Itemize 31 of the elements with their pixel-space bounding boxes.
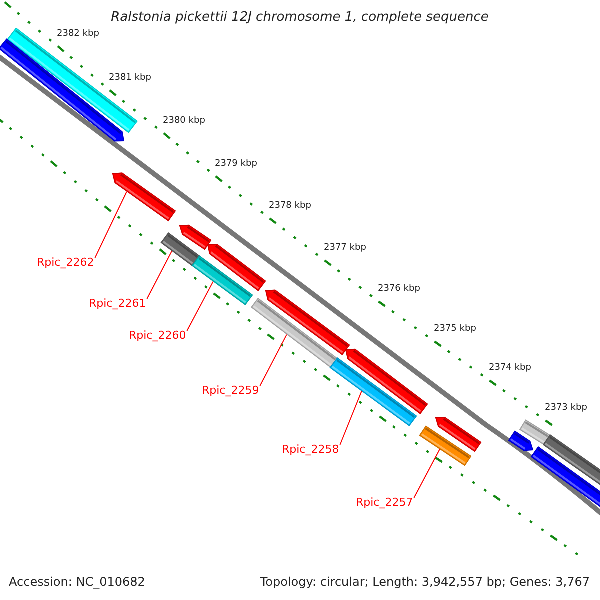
gene-label: Rpic_2261	[89, 298, 146, 309]
gene-label: Rpic_2260	[129, 330, 186, 341]
scale-label: 2380 kbp	[163, 117, 206, 126]
scale-label: 2373 kbp	[545, 404, 588, 413]
gene-feature	[419, 426, 472, 466]
gene-feature	[160, 232, 200, 266]
scale-label: 2375 kbp	[434, 325, 476, 334]
scale-label: 2377 kbp	[324, 244, 366, 253]
gene-label: Rpic_2259	[202, 385, 260, 396]
scale-label: 2374 kbp	[489, 364, 532, 373]
gene-feature	[330, 358, 418, 426]
gene-label: Rpic_2258	[282, 444, 340, 455]
gene-feature	[192, 256, 254, 306]
gene-label: Rpic_2257	[356, 497, 414, 508]
leader-line	[146, 250, 172, 300]
sequence-info-text: Topology: circular; Length: 3,942,557 bp; Genes: 3,767	[260, 576, 590, 588]
leader-line	[186, 281, 214, 332]
leader-line	[340, 390, 362, 446]
title: Ralstonia pickettii 12J chromosome 1, complete sequence	[110, 11, 490, 24]
accession-text: Accession: NC_010682	[9, 576, 146, 588]
scale-label: 2382 kbp	[57, 30, 100, 39]
gene-feature	[112, 172, 176, 222]
scale-label: 2381 kbp	[109, 74, 152, 83]
leader-line	[414, 449, 440, 498]
leader-line	[260, 334, 288, 386]
scale-label: 2376 kbp	[378, 285, 420, 294]
gene-label: Rpic_2262	[37, 257, 94, 268]
leader-line	[94, 191, 128, 258]
scale-label: 2378 kbp	[269, 202, 312, 211]
scale-label: 2379 kbp	[215, 160, 258, 169]
gene-feature	[251, 298, 338, 368]
